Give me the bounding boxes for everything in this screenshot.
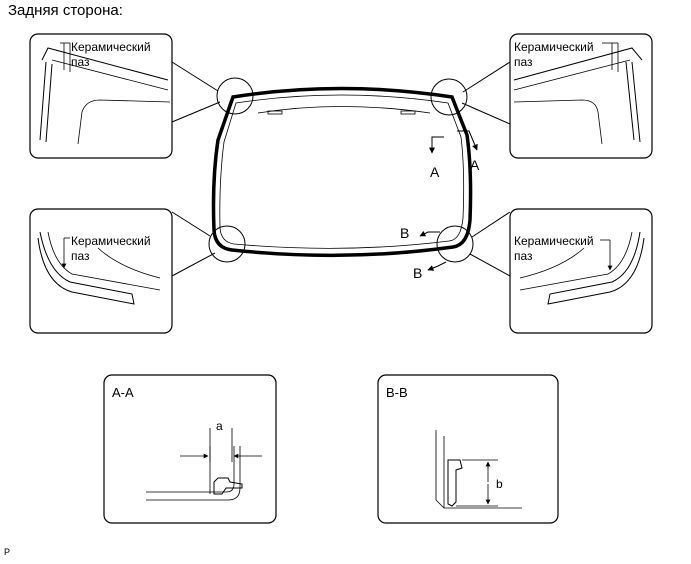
detail-bottom-right: Керамический паз [509, 208, 653, 334]
section-a-marker-2: A [470, 157, 480, 173]
section-a-marker-1: A [430, 164, 440, 180]
groove-label: паз [514, 249, 533, 263]
section-b-cut: B B [400, 225, 447, 281]
ceramic-label: Керамический [514, 40, 594, 54]
detail-top-right: Керамический паз [509, 33, 653, 159]
section-a-title: A-A [112, 385, 134, 400]
dimension-a-label: a [216, 419, 223, 433]
page-title: Задняя сторона: [8, 2, 123, 19]
windshield-glass [211, 86, 473, 258]
zoom-circles [208, 77, 474, 263]
groove-label: паз [514, 55, 533, 69]
groove-label: паз [71, 55, 90, 69]
groove-label: паз [71, 249, 90, 263]
section-b-marker-2: B [413, 265, 422, 281]
section-a-detail: A-A a [103, 374, 277, 524]
detail-top-left: Керамический паз [29, 33, 173, 159]
detail-bottom-left: Керамический паз [29, 208, 173, 334]
dimension-b-label: b [496, 477, 503, 491]
section-a-cut: A A [429, 130, 480, 180]
ceramic-label: Керамический [514, 234, 594, 248]
section-b-title: B-B [386, 385, 408, 400]
leader-lines [171, 61, 511, 277]
ceramic-label: Керамический [71, 40, 151, 54]
section-b-marker-1: B [400, 225, 409, 241]
footer-code: P [4, 547, 11, 557]
section-b-detail: B-B b [377, 374, 559, 524]
ceramic-label: Керамический [71, 234, 151, 248]
